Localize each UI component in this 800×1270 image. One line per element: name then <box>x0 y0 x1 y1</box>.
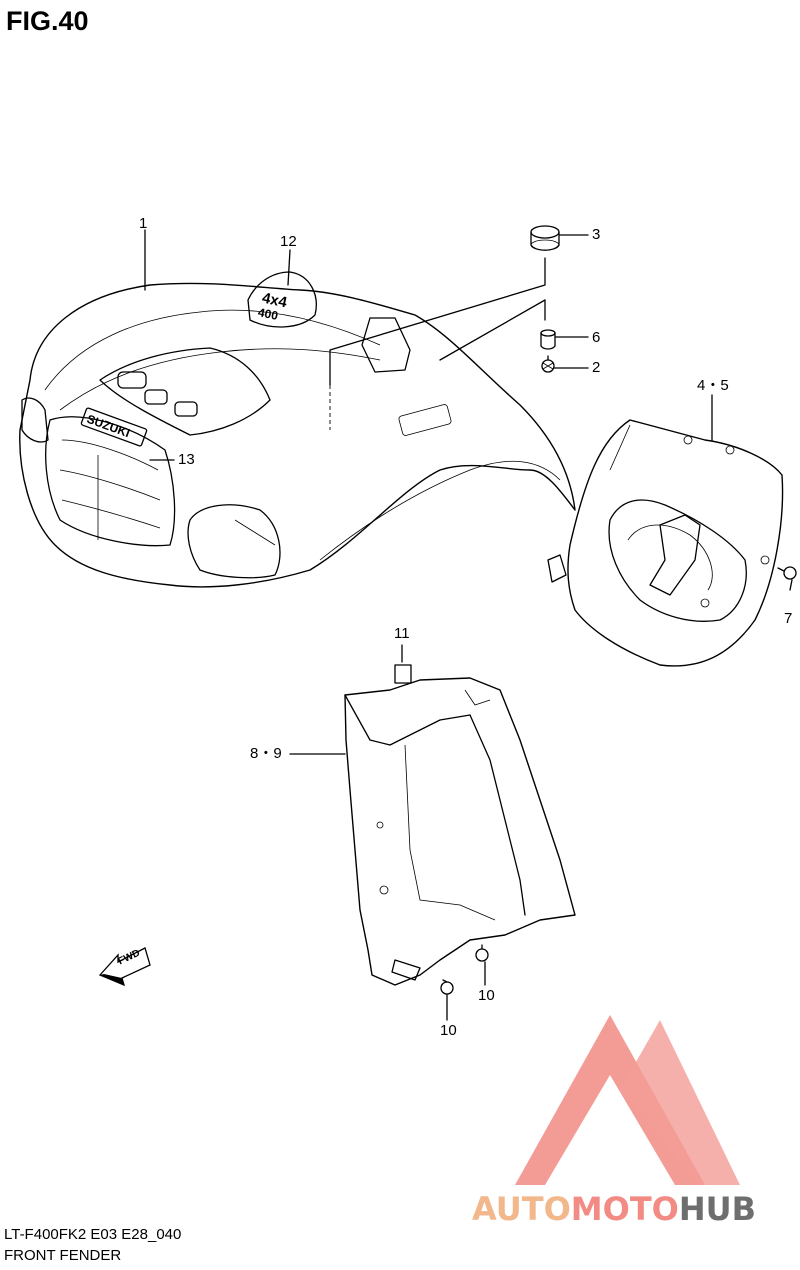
callout-11: 11 <box>394 625 410 642</box>
bolt-part <box>541 355 555 373</box>
front-fender-body <box>19 271 576 588</box>
watermark-auto: AUTO <box>472 1190 571 1228</box>
mud-flap-upper <box>547 419 784 667</box>
callout-1: 1 <box>139 215 148 232</box>
callout-10-left: 10 <box>440 1022 457 1039</box>
bolt-10-parts <box>440 944 489 995</box>
decal-400: 400 <box>256 305 280 323</box>
callout-2: 2 <box>592 359 601 376</box>
mounting-lines <box>329 257 546 430</box>
figure-caption: FRONT FENDER <box>4 1247 122 1264</box>
inner-fender-lower <box>344 664 576 986</box>
callout-4-5: 4・5 <box>697 377 729 394</box>
leader-lines <box>144 229 793 1021</box>
callout-7: 7 <box>784 610 793 627</box>
model-code: LT-F400FK2 E03 E28_040 <box>4 1226 182 1243</box>
watermark-hub: HUB <box>678 1190 757 1228</box>
grommet-part <box>530 225 560 251</box>
callout-10-right: 10 <box>478 987 495 1004</box>
watermark-logo <box>515 1015 740 1185</box>
watermark-moto: MOTO <box>570 1190 679 1228</box>
collar-part <box>540 329 556 350</box>
screw-part <box>777 566 797 580</box>
callout-6: 6 <box>592 329 601 346</box>
callout-8-9: 8・9 <box>250 745 282 762</box>
callout-3: 3 <box>592 226 601 243</box>
figure-title: FIG.40 <box>6 6 89 36</box>
callout-13: 13 <box>178 451 195 468</box>
callout-12: 12 <box>280 233 297 250</box>
watermark-wordmark: AUTOMOTOHUB <box>472 1190 756 1228</box>
fwd-arrow-icon <box>98 947 151 987</box>
